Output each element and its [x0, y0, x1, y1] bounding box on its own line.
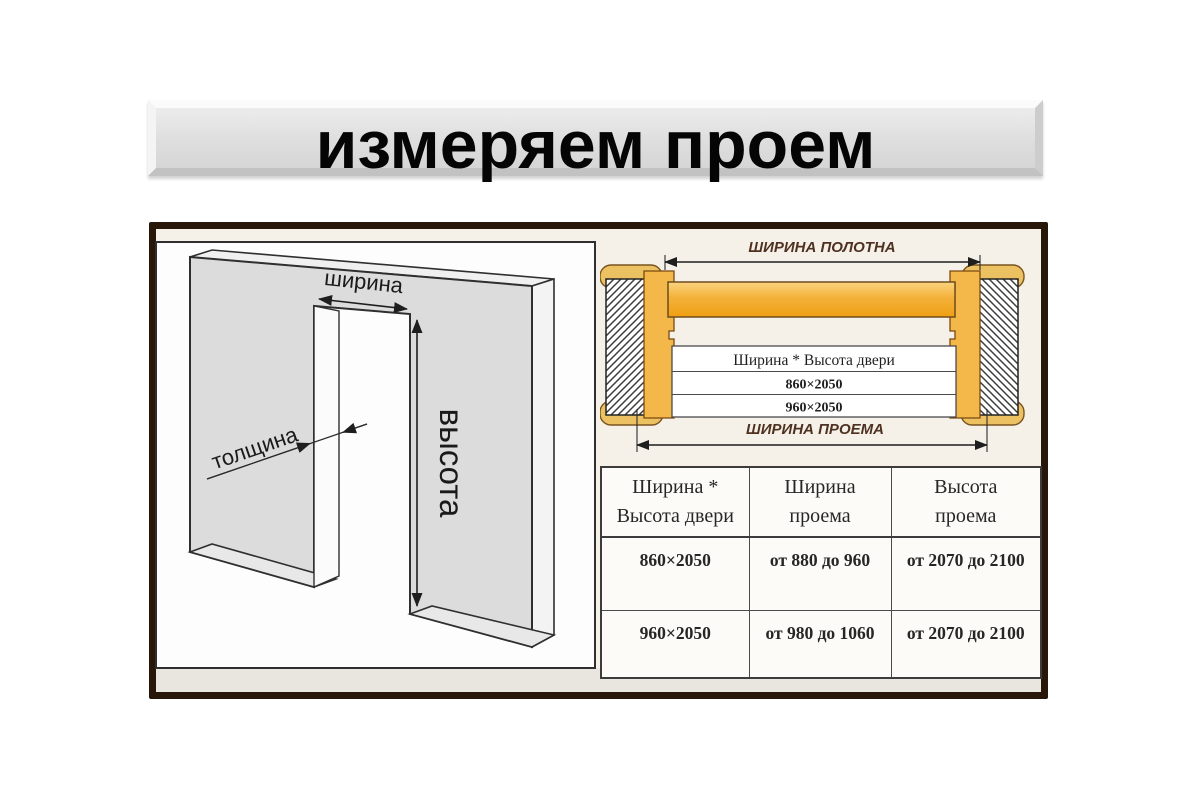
- header-line: проема: [789, 505, 851, 527]
- thickness-arrow-right: [342, 422, 368, 434]
- width-arrow: [318, 295, 408, 313]
- header-line: Высота двери: [616, 505, 734, 527]
- diagram-panel-inner: ширина высота толщина: [155, 229, 1042, 692]
- header-line: Ширина: [784, 476, 856, 498]
- door-size-mini-table: Ширина * Высота двери 860×2050 960×2050: [671, 345, 957, 418]
- door-leaf: [667, 281, 956, 318]
- size-table-row: 960×2050 от 980 до 1060 от 2070 до 2100: [600, 610, 1042, 679]
- page-title: измеряем проем: [315, 107, 876, 183]
- size-table-box: Ширина * Высота двери Ширина проема Высо…: [600, 466, 1042, 679]
- mini-table-header: Ширина * Высота двери: [733, 352, 895, 369]
- cell-opening-width: от 880 до 960: [748, 536, 892, 611]
- opening-isometric-box: ширина высота толщина: [155, 241, 596, 669]
- thickness-arrow-left: [206, 442, 311, 480]
- cell-door-size: 860×2050: [600, 536, 750, 611]
- wall-bottom-face-right: [407, 605, 557, 648]
- mini-table-row-1: 960×2050: [786, 401, 843, 416]
- header-line: Ширина *: [632, 476, 719, 498]
- cell-opening-height: от 2070 до 2100: [890, 610, 1042, 679]
- opening-reveal: [313, 305, 340, 589]
- wall-right-face: [531, 277, 555, 649]
- cross-section-box: ШИРИНА ПОЛОТНА Ширина * Высота двери 860…: [600, 237, 1046, 459]
- cell-door-size: 960×2050: [600, 610, 750, 679]
- door-jamb-right: [949, 264, 1025, 426]
- diagram-panel: ширина высота толщина: [149, 222, 1048, 699]
- cell-opening-height: от 2070 до 2100: [890, 536, 1042, 611]
- header-cell-opening-width: Ширина проема: [748, 466, 892, 538]
- height-label: высота: [433, 409, 470, 518]
- header-line: проема: [935, 505, 997, 527]
- header-line: Высота: [934, 476, 998, 498]
- cell-opening-width: от 980 до 1060: [748, 610, 892, 679]
- header-cell-opening-height: Высота проема: [890, 466, 1042, 538]
- mini-table-row-0: 860×2050: [786, 378, 843, 393]
- header-cell-door-size: Ширина * Высота двери: [600, 466, 750, 538]
- cross-section-diagram: ШИРИНА ПОЛОТНА Ширина * Высота двери 860…: [600, 239, 1025, 452]
- size-table-header-row: Ширина * Высота двери Ширина проема Высо…: [600, 466, 1042, 538]
- door-jamb-left: [600, 264, 675, 426]
- size-table: Ширина * Высота двери Ширина проема Высо…: [600, 466, 1042, 679]
- leaf-width-label: ШИРИНА ПОЛОТНА: [748, 239, 895, 256]
- size-table-row: 860×2050 от 880 до 960 от 2070 до 2100: [600, 536, 1042, 611]
- wall-bottom-face-left: [187, 543, 339, 588]
- opening-isometric-diagram: ширина высота толщина: [187, 249, 557, 649]
- opening-width-label: ШИРИНА ПРОЕМА: [746, 421, 884, 438]
- title-banner: измеряем проем: [148, 100, 1043, 183]
